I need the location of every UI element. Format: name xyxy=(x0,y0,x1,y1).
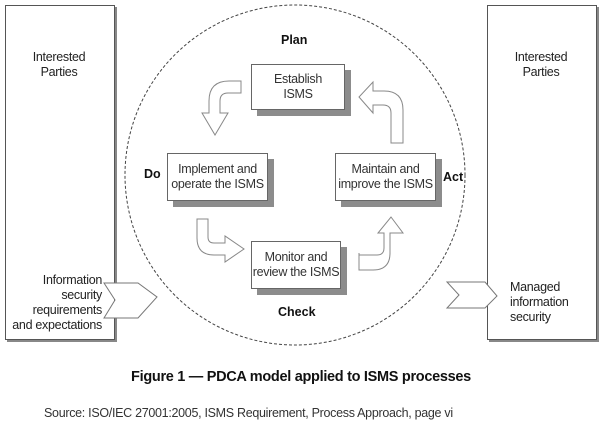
implement-line-2: operate the ISMS xyxy=(171,177,264,191)
input-line-1: Information xyxy=(42,273,103,287)
managed-information-security-label: Managed information security xyxy=(510,280,590,325)
establish-line-1: Establish xyxy=(273,72,323,86)
input-line-4: and expectations xyxy=(12,318,102,332)
right-title-line-1: Interested xyxy=(514,50,568,64)
phase-label-check: Check xyxy=(278,305,316,319)
establish-line-2: ISMS xyxy=(283,87,313,101)
input-line-2: security xyxy=(61,288,102,302)
process-establish-isms: Establish ISMS xyxy=(251,64,345,110)
information-security-requirements-label: Information security requirements and ex… xyxy=(10,273,102,333)
monitor-line-2: review the ISMS xyxy=(252,265,340,279)
right-interested-parties-title: Interested Parties xyxy=(487,50,595,80)
phase-label-plan: Plan xyxy=(281,33,308,47)
process-monitor-review-isms: Monitor and review the ISMS xyxy=(251,241,341,289)
input-line-3: requirements xyxy=(32,303,103,317)
left-interested-parties-box xyxy=(5,5,115,340)
implement-line-1: Implement and xyxy=(178,162,257,176)
chevron-arrow-in-icon xyxy=(103,282,158,319)
maintain-line-2: improve the ISMS xyxy=(338,177,433,191)
process-implement-operate-isms: Implement and operate the ISMS xyxy=(167,153,268,201)
curved-arrow-up-left-icon xyxy=(358,80,404,144)
right-title-line-2: Parties xyxy=(522,65,560,79)
monitor-line-1: Monitor and xyxy=(264,250,328,264)
left-title-line-2: Parties xyxy=(40,65,78,79)
output-line-2: information xyxy=(510,295,569,309)
curved-arrow-down-right-icon xyxy=(196,218,245,263)
phase-label-do: Do xyxy=(144,167,161,181)
left-interested-parties-title: Interested Parties xyxy=(5,50,113,80)
process-maintain-improve-isms: Maintain and improve the ISMS xyxy=(335,153,436,201)
output-line-3: security xyxy=(510,310,551,324)
output-line-1: Managed xyxy=(510,280,561,294)
pdca-cycle-circle xyxy=(124,4,466,346)
source-citation: Source: ISO/IEC 27001:2005, ISMS Require… xyxy=(44,406,453,420)
maintain-line-1: Maintain and xyxy=(351,162,420,176)
curved-arrow-down-left-icon xyxy=(201,80,242,136)
chevron-arrow-out-icon xyxy=(445,281,498,309)
left-title-line-1: Interested xyxy=(32,50,86,64)
right-interested-parties-box xyxy=(487,5,597,340)
phase-label-act: Act xyxy=(443,170,464,184)
curved-arrow-up-right-icon xyxy=(358,216,404,271)
figure-caption: Figure 1 — PDCA model applied to ISMS pr… xyxy=(131,369,471,385)
